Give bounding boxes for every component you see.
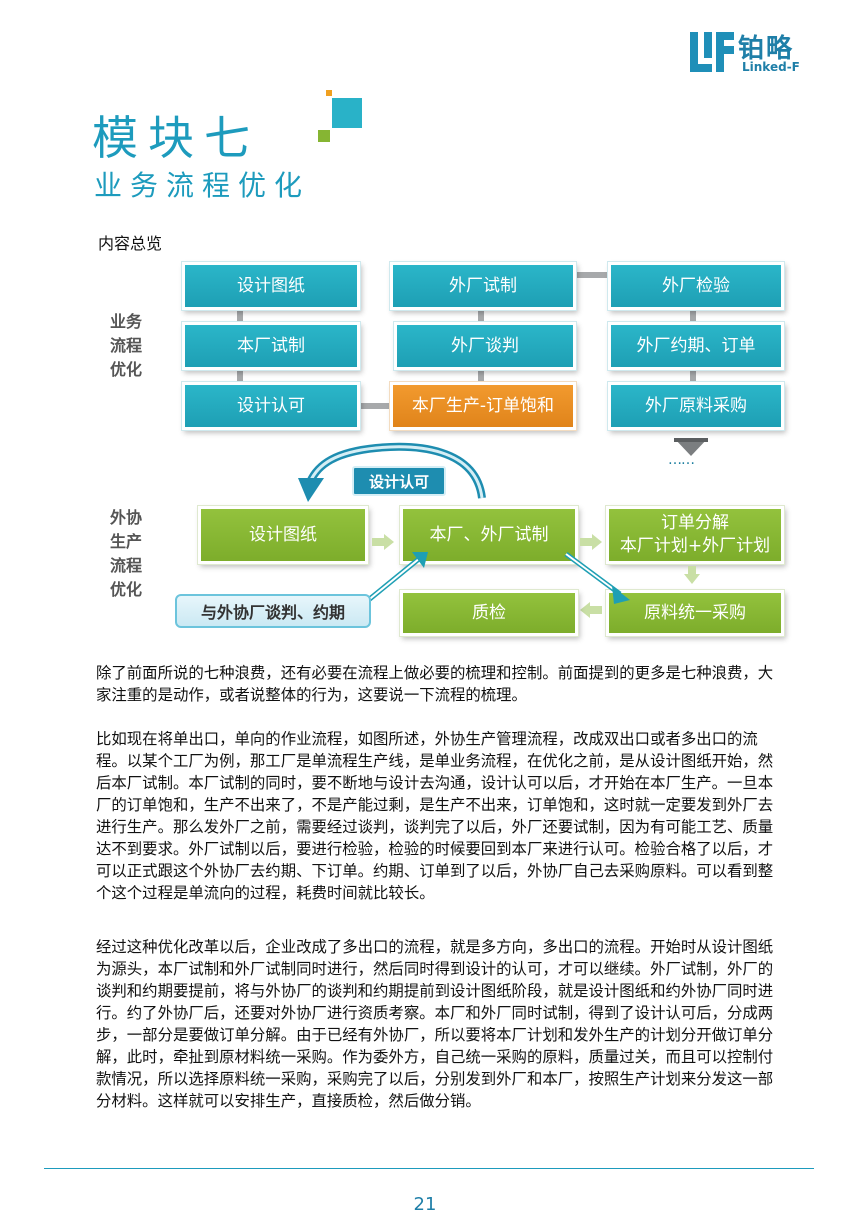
connector [690,308,696,322]
paragraph-3: 经过这种优化改革以后，企业改成了多出口的流程，就是多方向，多出口的流程。开始时从… [96,936,786,1112]
flow-box-external-inspection: 外厂检验 [607,261,785,311]
connector [354,403,390,409]
connector [690,368,696,382]
module-title: 模块七 [92,111,260,165]
connector [572,272,608,278]
paragraph-1: 除了前面所说的七种浪费，还有必要在流程上做必要的梳理和控制。前面提到的更多是七种… [96,662,786,706]
connector [478,368,484,382]
flow-box-parallel-trial: 本厂、外厂试制 [399,505,579,565]
flow-box-external-material-purchase: 外厂原料采购 [607,381,785,431]
page-number: 21 [413,1194,437,1215]
footer-divider [44,1168,814,1169]
curved-return-arrow-icon [298,442,486,502]
down-arrow-icon [674,438,708,456]
business-flow-label: 业务 流程 优化 [110,312,143,379]
flow-box-unified-procurement: 原料统一采购 [605,589,785,637]
flow-box-design-approval: 设计认可 [181,381,361,431]
ellipsis: …… [668,452,695,468]
left-arrow-icon [580,602,602,618]
diagonal-arrows-icon [364,551,630,604]
flow-box-design-drawing: 设计图纸 [181,261,361,311]
flow-box-in-house-trial: 本厂试制 [181,321,361,371]
connector [478,308,484,322]
decorative-squares [318,90,368,146]
flow-box-external-negotiation: 外厂谈判 [393,321,577,371]
order-split-line1: 订单分解 [661,513,729,534]
connector [237,308,243,322]
logo-text-en: Linked-F [742,60,800,74]
flow-box-in-house-production: 本厂生产-订单饱和 [389,381,577,431]
connector [237,368,243,382]
right-arrow-icon [372,534,394,550]
flow-box-design-drawing-2: 设计图纸 [197,505,369,565]
logo-mark-icon [690,32,734,72]
overview-label: 内容总览 [98,234,163,253]
logo-text-cn: 铂略 [738,34,795,64]
down-arrow-icon [684,566,700,584]
right-arrow-icon [580,534,602,550]
order-split-line2: 本厂计划+外厂计划 [619,536,771,556]
flow-box-external-trial: 外厂试制 [389,261,577,311]
outsourcer-negotiation-badge: 与外协厂谈判、约期 [175,594,371,628]
paragraph-text: 比如现在将单出口，单向的作业流程，如图所述，外协生产管理流程，改成双出口或者多出… [96,730,774,902]
flow-box-quality-check: 质检 [399,589,579,637]
paragraph-2: 比如现在将单出口，单向的作业流程，如图所述，外协生产管理流程，改成双出口或者多出… [96,728,786,904]
flow-box-external-order: 外厂约期、订单 [607,321,785,371]
module-subtitle: 业务流程优化 [94,169,311,202]
paragraph-text: 经过这种优化改革以后，企业改成了多出口的流程，就是多方向，多出口的流程。开始时从… [96,938,774,1110]
paragraph-text: 除了前面所说的七种浪费，还有必要在流程上做必要的梳理和控制。前面提到的更多是七种… [96,664,774,704]
outsourcing-flow-label: 外协 生产 流程 优化 [110,508,143,599]
flow-box-order-split: 订单分解 本厂计划+外厂计划 [605,505,785,565]
design-approval-badge: 设计认可 [352,466,446,496]
